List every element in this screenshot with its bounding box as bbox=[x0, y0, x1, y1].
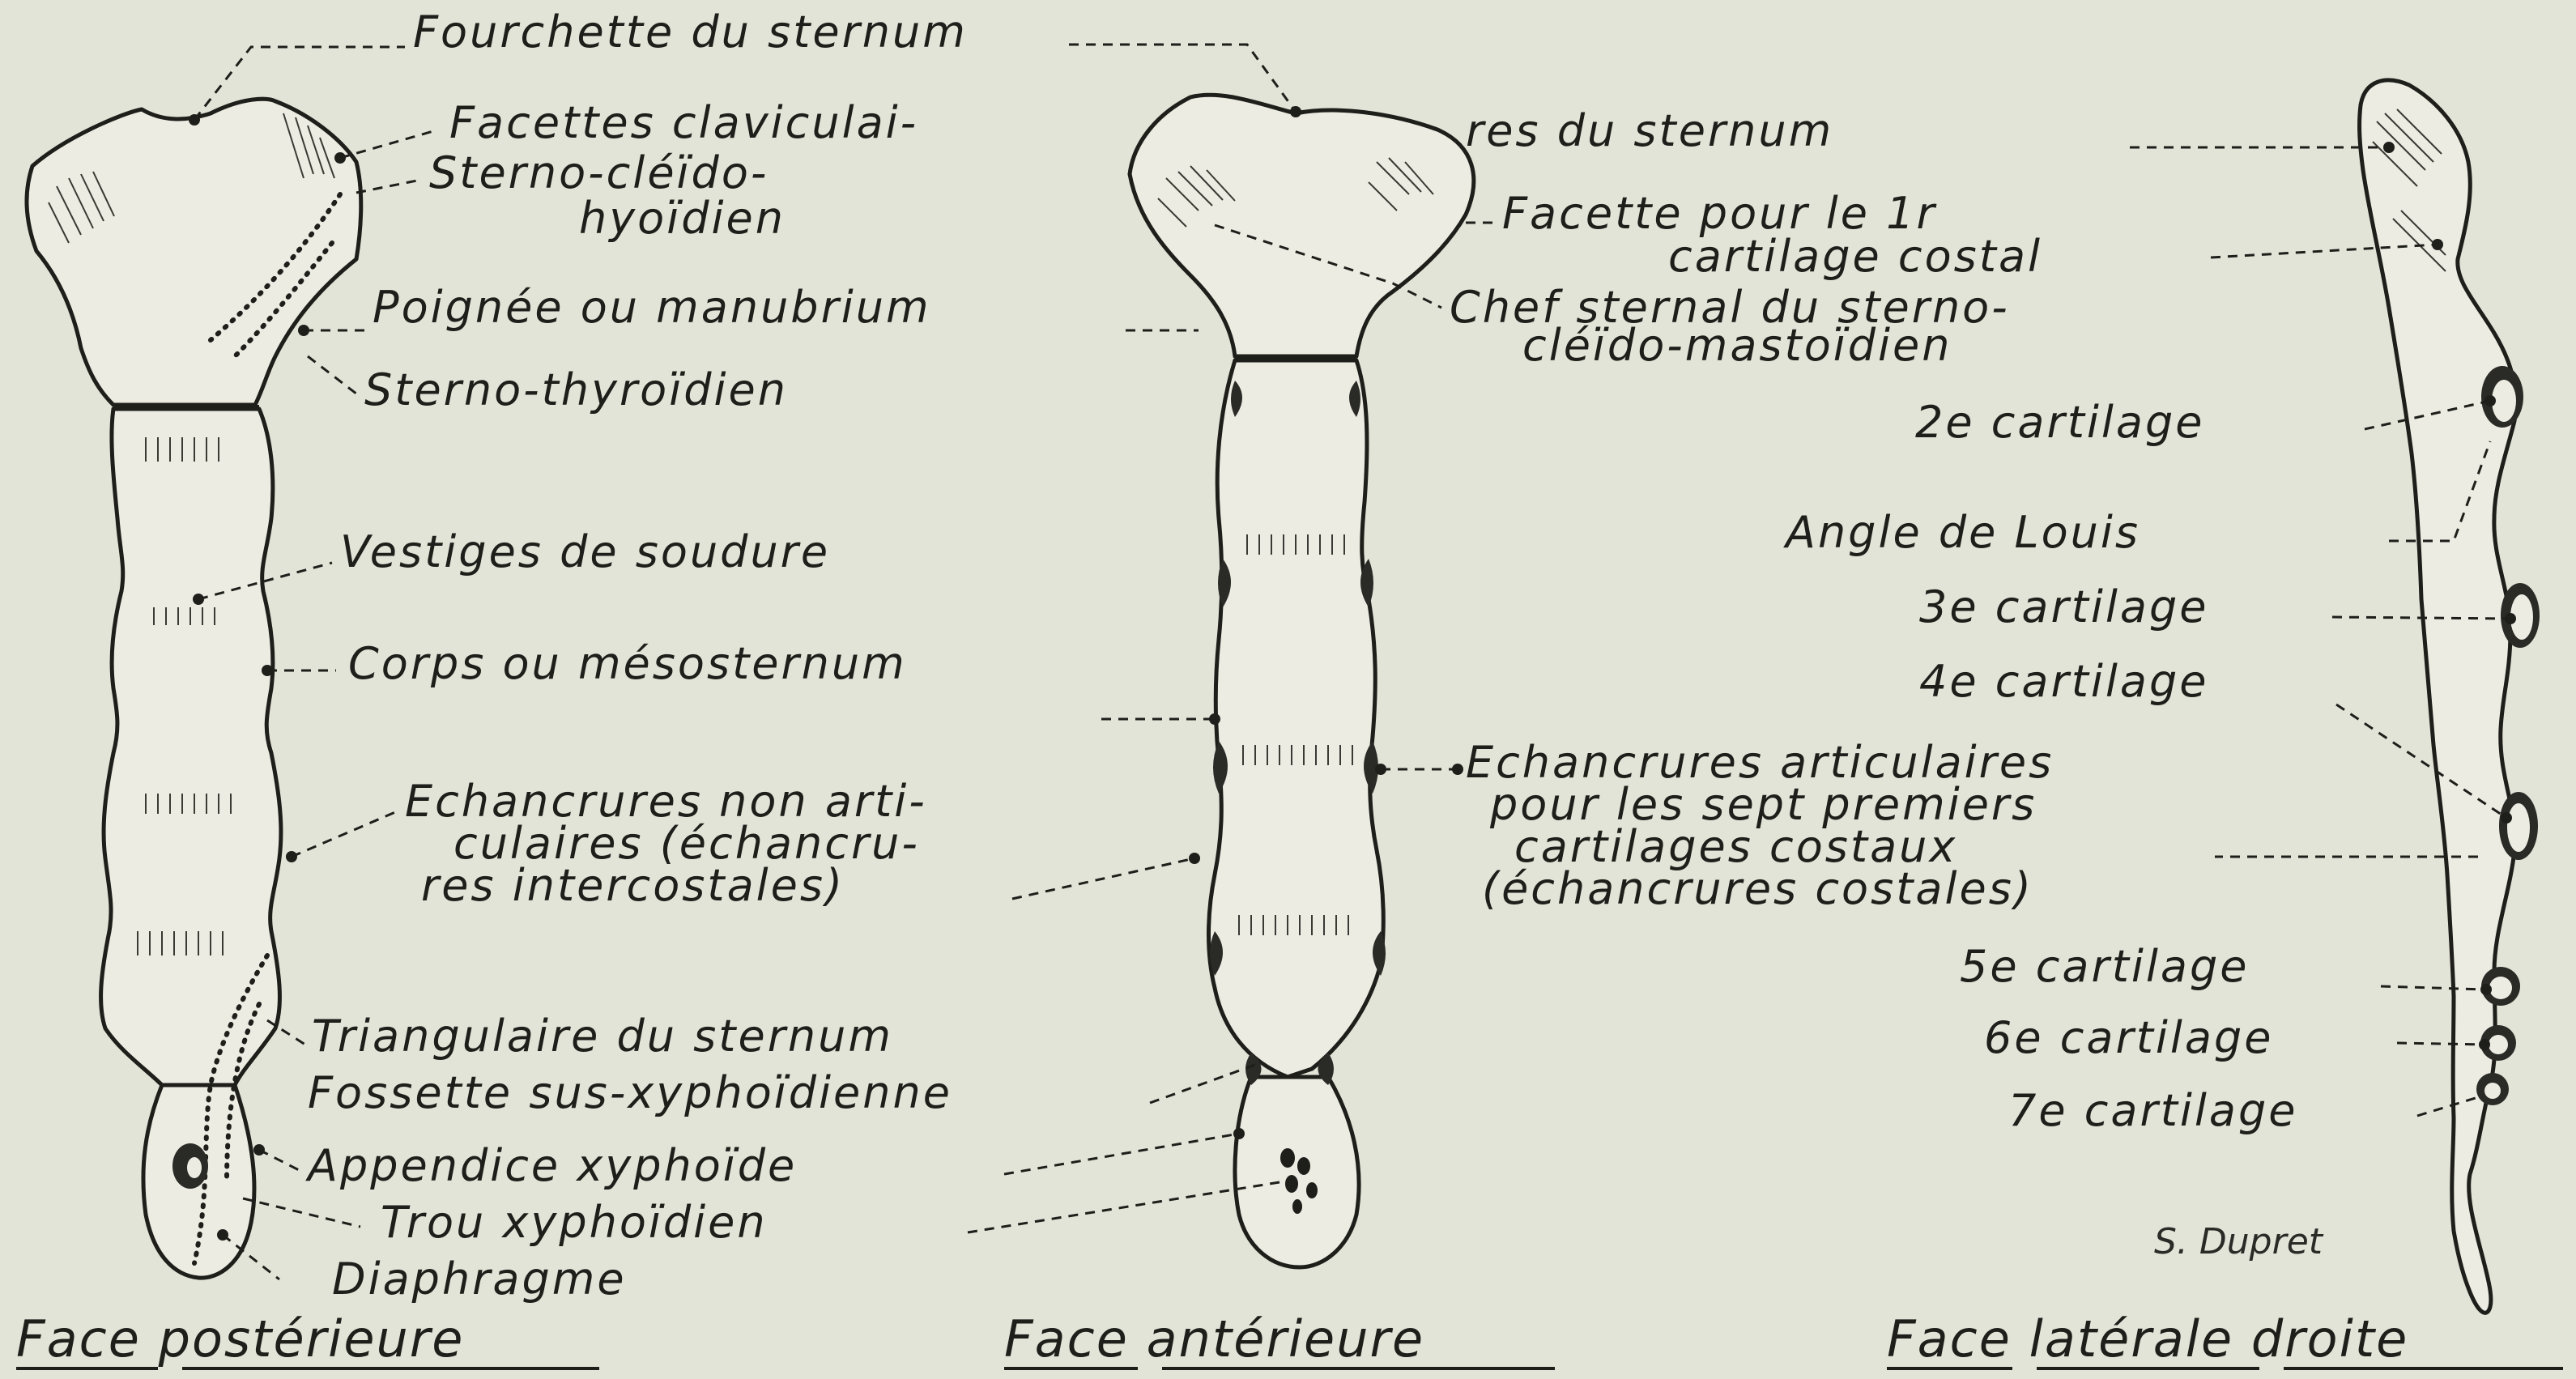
label-diaphragme: Diaphragme bbox=[332, 1253, 627, 1305]
label-fourchette: Fourchette du sternum bbox=[413, 6, 968, 57]
label-fossette: Fossette sus-xyphoïdienne bbox=[308, 1067, 952, 1118]
label-echancrures-non-3: res intercostales) bbox=[421, 860, 845, 911]
label-facettes-claviculaires-1: Facettes claviculai- bbox=[449, 97, 918, 148]
label-poignee: Poignée ou manubrium bbox=[373, 282, 931, 333]
label-sterno-thyroidien: Sterno-thyroïdien bbox=[364, 364, 788, 415]
sternum-lateral-view bbox=[2360, 80, 2540, 1313]
label-corps: Corps ou mésosternum bbox=[348, 638, 907, 689]
label-cartilage-5: 5e cartilage bbox=[1960, 941, 2250, 992]
label-triangulaire: Triangulaire du sternum bbox=[312, 1011, 893, 1062]
label-vestiges: Vestiges de soudure bbox=[340, 526, 830, 577]
label-cartilage-6: 6e cartilage bbox=[1984, 1012, 2274, 1063]
caption-anterior: Face antérieure bbox=[1004, 1309, 1424, 1368]
label-sterno-cleido-2: hyoïdien bbox=[579, 193, 786, 244]
label-sterno-cleido-1: Sterno-cléïdo- bbox=[429, 147, 769, 198]
label-appendice: Appendice xyphoïde bbox=[305, 1140, 797, 1191]
label-trou: Trou xyphoïdien bbox=[381, 1197, 768, 1248]
label-facettes-claviculaires-2: res du sternum bbox=[1466, 105, 1833, 156]
caption-posterior: Face postérieure bbox=[16, 1309, 464, 1368]
label-cartilage-7: 7e cartilage bbox=[2008, 1085, 2298, 1136]
artist-signature: S. Dupret bbox=[2154, 1221, 2324, 1262]
sternum-anterior-view bbox=[1130, 95, 1474, 1267]
label-facette-1r-2: cartilage costal bbox=[1668, 231, 2042, 282]
caption-lateral: Face latérale droite bbox=[1887, 1309, 2408, 1368]
label-echancrures-art-4: (échancrures costales) bbox=[1482, 863, 2033, 914]
label-angle-louis: Angle de Louis bbox=[1783, 507, 2140, 558]
label-chef-2: cléïdo-mastoïdien bbox=[1522, 320, 1952, 371]
label-cartilage-3: 3e cartilage bbox=[1919, 581, 2209, 632]
view-captions: Face postérieure Face antérieure Face la… bbox=[16, 1309, 2563, 1368]
label-cartilage-4: 4e cartilage bbox=[1919, 656, 2209, 707]
label-cartilage-2: 2e cartilage bbox=[1915, 397, 2205, 448]
